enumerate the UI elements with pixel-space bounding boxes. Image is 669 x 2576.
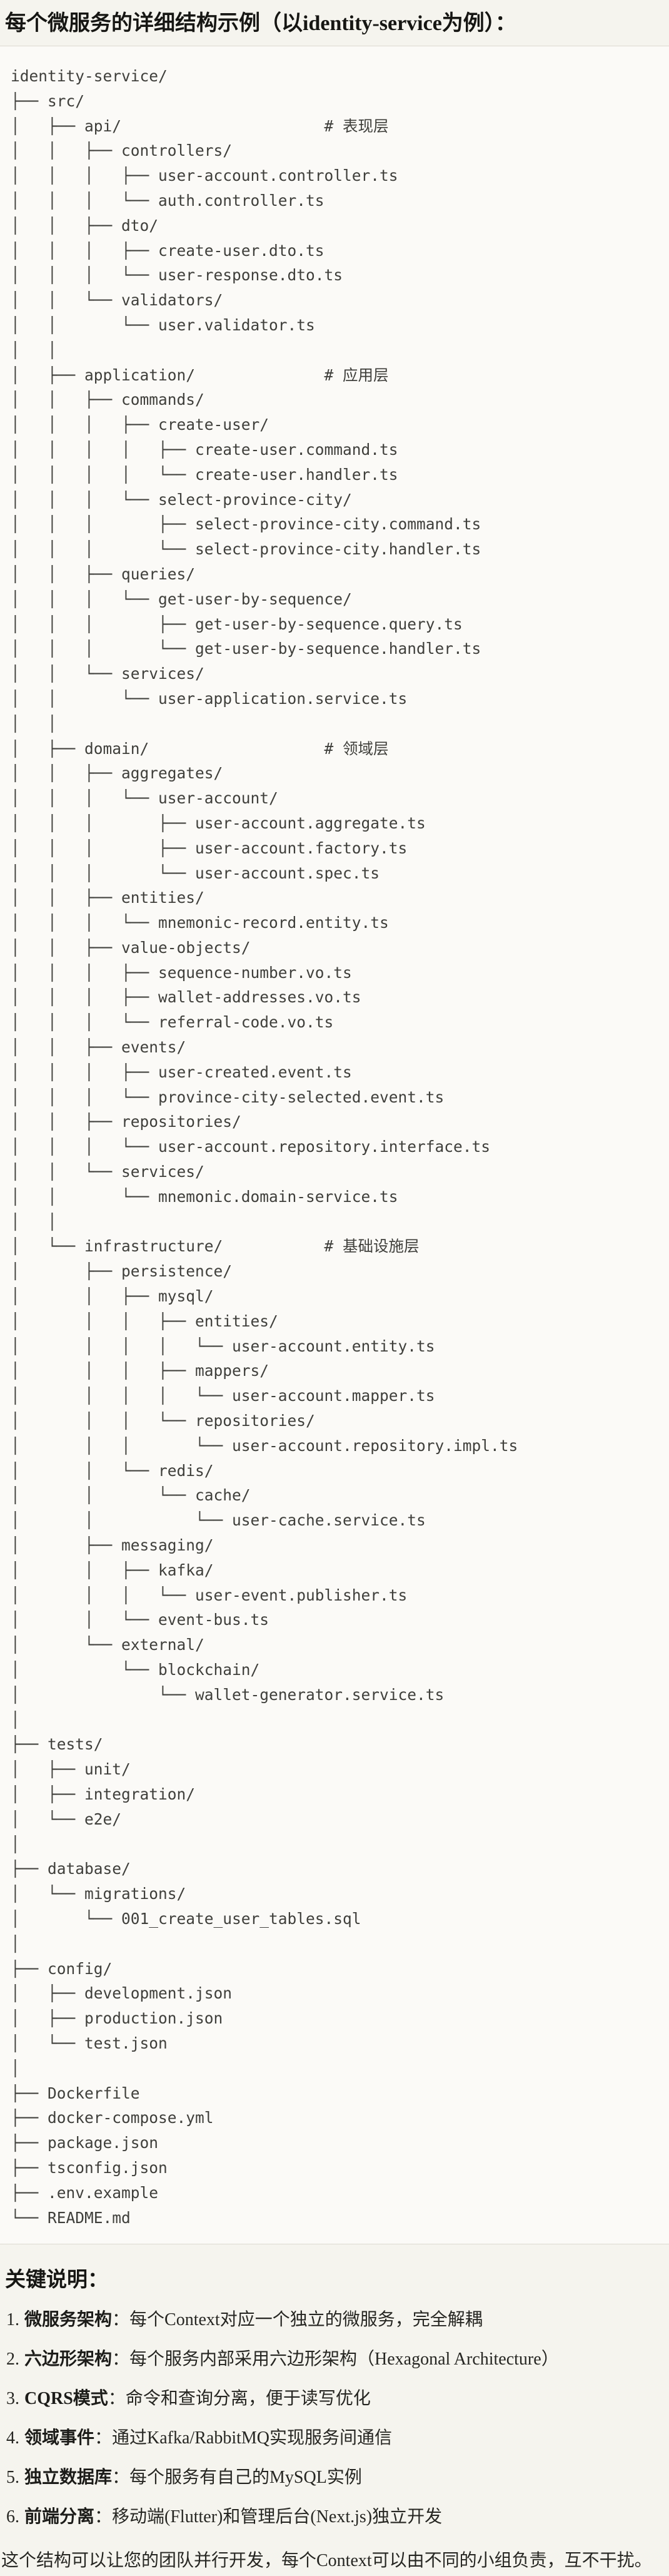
note-term: 前端分离: [24, 2507, 95, 2527]
note-colon: ：: [108, 2389, 126, 2409]
note-number: 6.: [6, 2507, 19, 2527]
note-term: 微服务架构: [24, 2310, 113, 2330]
code-block: identity-service/ ├── src/ │ ├── api/ # …: [0, 46, 669, 2245]
note-number: 5.: [6, 2468, 19, 2488]
note-description: 命令和查询分离，便于读写优化: [125, 2389, 371, 2409]
note-term: 领域事件: [24, 2428, 95, 2448]
page-title: 每个微服务的详细结构示例（以identity-service为例）：: [5, 12, 516, 35]
footer-note: 这个结构可以让您的团队并行开发，每个Context可以由不同的小组负责，互不干扰…: [1, 2551, 652, 2571]
note-number: 3.: [6, 2389, 19, 2409]
list-item: 1.微服务架构：每个Context对应一个独立的微服务，完全解耦: [5, 2308, 664, 2332]
list-item: 6.前端分离：移动端(Flutter)和管理后台(Next.js)独立开发: [5, 2505, 664, 2529]
list-item: 3.CQRS模式：命令和查询分离，便于读写优化: [5, 2387, 664, 2411]
note-number: 1.: [6, 2310, 19, 2330]
notes-list: 1.微服务架构：每个Context对应一个独立的微服务，完全解耦 2.六边形架构…: [5, 2308, 664, 2529]
note-number: 2.: [6, 2349, 19, 2370]
note-description: 每个Context对应一个独立的微服务，完全解耦: [129, 2310, 483, 2330]
note-colon: ：: [112, 2310, 130, 2330]
note-term: CQRS模式: [24, 2389, 108, 2409]
note-colon: ：: [112, 2349, 130, 2370]
note-description: 通过Kafka/RabbitMQ实现服务间通信: [112, 2428, 392, 2448]
note-number: 4.: [6, 2428, 19, 2448]
list-item: 2.六边形架构：每个服务内部采用六边形架构（Hexagonal Architec…: [5, 2348, 664, 2371]
note-term: 独立数据库: [24, 2468, 113, 2488]
list-item: 4.领域事件：通过Kafka/RabbitMQ实现服务间通信: [5, 2426, 664, 2450]
note-term: 六边形架构: [24, 2349, 113, 2370]
note-description: 每个服务内部采用六边形架构（Hexagonal Architecture）: [129, 2349, 559, 2370]
note-colon: ：: [94, 2507, 113, 2527]
directory-tree: identity-service/ ├── src/ │ ├── api/ # …: [11, 67, 518, 2227]
note-colon: ：: [112, 2468, 130, 2488]
list-item: 5.独立数据库：每个服务有自己的MySQL实例: [5, 2466, 664, 2490]
note-description: 移动端(Flutter)和管理后台(Next.js)独立开发: [112, 2507, 443, 2527]
note-colon: ：: [94, 2428, 113, 2448]
note-description: 每个服务有自己的MySQL实例: [129, 2468, 362, 2488]
notes-heading: 关键说明：: [5, 2269, 108, 2292]
